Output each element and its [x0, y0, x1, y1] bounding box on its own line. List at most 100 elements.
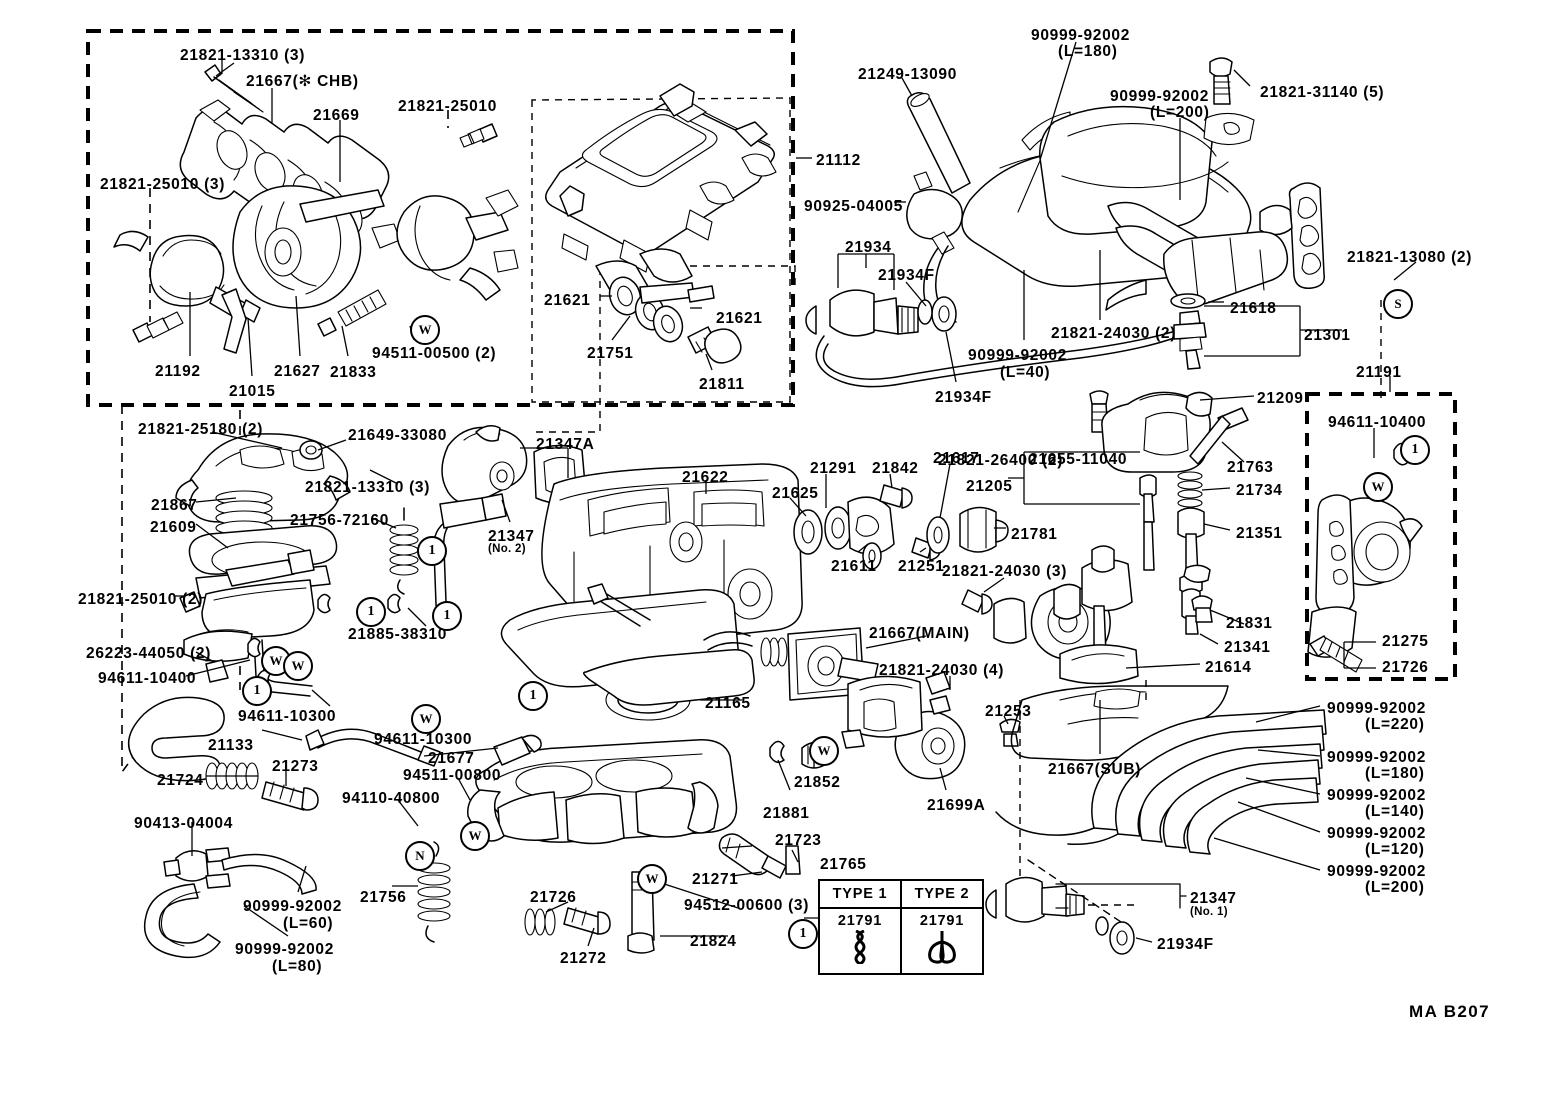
type-comparison-table: TYPE 1 TYPE 2 21791 21791	[818, 879, 984, 975]
part-label: 21821-13310 (3)	[305, 479, 431, 496]
callout-circle-w: W	[411, 704, 441, 734]
part-label: 21831	[1226, 615, 1273, 632]
part-label: 21763	[1227, 459, 1274, 476]
part-label: 21821-24030 (2)	[1051, 325, 1177, 342]
part-label: 94110-40800	[342, 790, 441, 807]
part-label: 21821-25010 (2)	[78, 591, 204, 608]
part-label: 21165	[705, 695, 751, 712]
part-label: 21617	[933, 450, 980, 467]
part-label: 21609	[150, 519, 197, 536]
part-label: 26223-44050 (2)	[86, 645, 212, 662]
part-label: 21205	[966, 478, 1013, 495]
part-label: 21881	[763, 805, 810, 822]
part-label: 21765	[820, 856, 867, 873]
part-label: 21192	[155, 363, 201, 380]
part-label: 21618	[1230, 300, 1277, 317]
part-label: 21699A	[927, 797, 986, 814]
part-label: 94512-00600 (3)	[684, 897, 810, 914]
part-label: 21347A	[536, 436, 595, 453]
part-label: 21621	[544, 292, 591, 309]
part-label: 21934F	[1157, 936, 1214, 953]
part-label: 90999-92002	[243, 898, 343, 915]
callout-circle-w: W	[460, 821, 490, 851]
part-label: 21625	[772, 485, 819, 502]
part-label: 21627	[274, 363, 321, 380]
callout-circle-w: W	[1363, 472, 1393, 502]
part-label: (No. 1)	[1190, 906, 1228, 918]
callout-circle-1: 1	[788, 919, 818, 949]
part-label: 21667(SUB)	[1048, 761, 1142, 778]
part-label: (L=200)	[1365, 879, 1425, 896]
part-label: 21621	[716, 310, 763, 327]
part-label: 21614	[1205, 659, 1252, 676]
part-label: (L=140)	[1365, 803, 1425, 820]
part-label: 21209	[1257, 390, 1304, 407]
callout-circle-w: W	[283, 651, 313, 681]
callout-circle-w: W	[809, 736, 839, 766]
part-label: 21347	[488, 528, 535, 545]
callout-circle-w: W	[410, 315, 440, 345]
part-label: 21271	[692, 871, 739, 888]
part-label: 21821-13080 (2)	[1347, 249, 1473, 266]
part-label: 90999-92002	[1327, 787, 1427, 804]
part-label: 21885-38310	[348, 626, 448, 643]
part-label: 21275	[1382, 633, 1429, 650]
callout-circle-1: 1	[518, 681, 548, 711]
part-label: 90999-92002	[1327, 825, 1427, 842]
part-label: 90999-92002	[1031, 27, 1131, 44]
part-label: 21821-25180 (2)	[138, 421, 264, 438]
part-label: (L=180)	[1058, 43, 1118, 60]
part-label: 21821-25010	[398, 98, 498, 115]
part-label: 21272	[560, 950, 607, 967]
part-label: 21821-24030 (4)	[879, 662, 1005, 679]
part-label: 21726	[530, 889, 577, 906]
part-label: (L=80)	[272, 958, 323, 975]
part-label: 21677	[428, 750, 475, 767]
type-2-header: TYPE 2	[900, 879, 984, 909]
callout-circle-n: N	[405, 841, 435, 871]
part-label: (L=220)	[1365, 716, 1425, 733]
callout-circle-1: 1	[417, 536, 447, 566]
part-label: (L=200)	[1150, 104, 1210, 121]
part-label: 21821-26400 (2)	[938, 452, 1064, 469]
part-label: 21351	[1236, 525, 1283, 542]
part-label: 21249-13090	[858, 66, 958, 83]
part-label: 90999-92002	[235, 941, 335, 958]
part-label: 21112	[816, 152, 861, 169]
part-label: 21669	[313, 107, 360, 124]
callout-circle-1: 1	[242, 676, 272, 706]
part-label: 21934F	[935, 389, 992, 406]
callout-circle-1: 1	[1400, 435, 1430, 465]
part-label: 21723	[775, 832, 822, 849]
part-label: 94511-00800	[403, 767, 502, 784]
diagram-sheet-code: MA B207	[1409, 1002, 1490, 1021]
part-label: 94511-00500 (2)	[372, 345, 497, 362]
part-label: 21833	[330, 364, 377, 381]
part-label: 21934	[845, 239, 892, 256]
part-label: 21341	[1224, 639, 1271, 656]
part-label: 21781	[1011, 526, 1058, 543]
part-label: 21273	[272, 758, 319, 775]
type-table-body-row: 21791 21791	[818, 907, 984, 975]
part-label: 21842	[872, 460, 919, 477]
part-label: 21852	[794, 774, 841, 791]
type-1-part-number: 21791	[837, 913, 883, 929]
part-label: 21724	[157, 772, 204, 789]
part-label: 90925-04005	[804, 198, 904, 215]
part-label: 21191	[1356, 364, 1402, 381]
part-label: 21934F	[878, 267, 935, 284]
part-label: 21821-24030 (3)	[942, 563, 1068, 580]
part-label: 21821-31140 (5)	[1260, 84, 1385, 101]
part-label: (L=40)	[1000, 364, 1051, 381]
part-label: (L=120)	[1365, 841, 1425, 858]
part-label: 94611-10400	[98, 670, 197, 687]
part-label: (No. 2)	[488, 543, 526, 555]
part-label: 21347	[1190, 890, 1237, 907]
part-label: 21301	[1304, 327, 1351, 344]
part-label: 21655-11040	[1029, 451, 1128, 468]
part-label: 94611-10300	[374, 731, 473, 748]
type-2-clip-icon	[928, 931, 956, 964]
part-label: 21133	[208, 737, 254, 754]
part-label: 90999-92002	[1110, 88, 1210, 105]
